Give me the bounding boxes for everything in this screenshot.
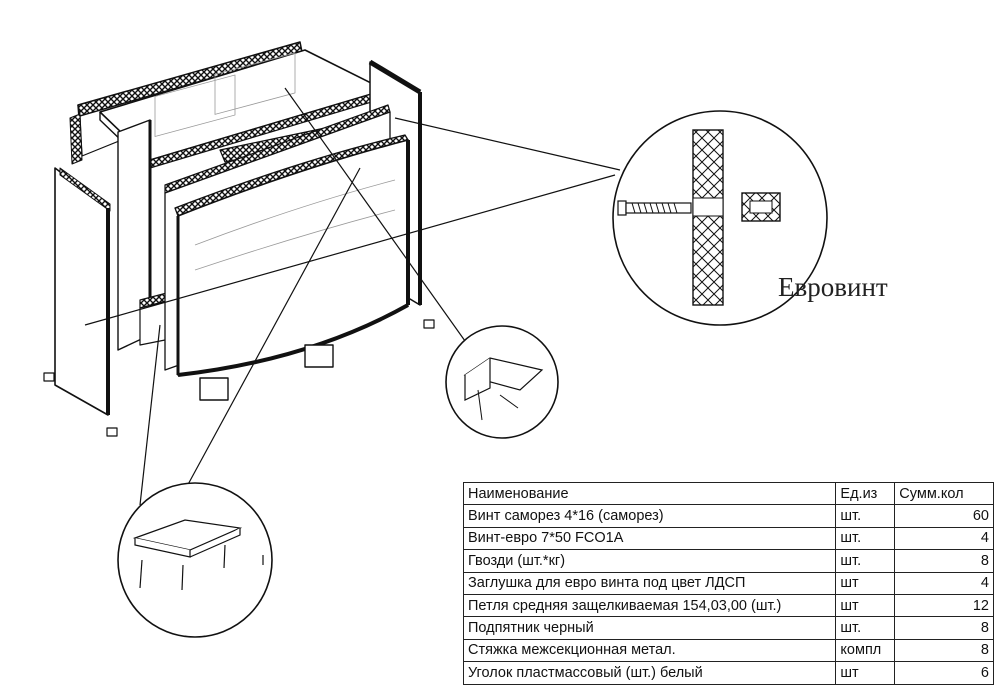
cell-qty: 6 bbox=[894, 661, 994, 685]
plinth-left bbox=[199, 377, 229, 401]
cell-qty: 4 bbox=[894, 526, 994, 551]
cell-unit: шт. bbox=[835, 504, 896, 528]
cell-qty: 4 bbox=[894, 571, 994, 595]
cell-qty: 8 bbox=[894, 549, 994, 573]
table-header-row: Наименование Ед.из Сумм.кол bbox=[462, 481, 994, 506]
cell-unit: шт. bbox=[835, 616, 896, 640]
cell-unit: шт. bbox=[835, 526, 896, 551]
hinge-detail bbox=[117, 482, 273, 638]
header-unit: Ед.из bbox=[835, 481, 896, 506]
cell-name: Подпятник черный bbox=[462, 616, 837, 640]
table-row: Винт-евро 7*50 FCO1A шт. 4 bbox=[462, 526, 994, 551]
table-row: Уголок пластмассовый (шт.) белый шт 6 bbox=[462, 661, 994, 685]
cell-unit: компл bbox=[835, 638, 896, 663]
euro-screw-icon bbox=[617, 200, 692, 216]
cell-qty: 60 bbox=[894, 504, 994, 528]
left-side-panel bbox=[43, 167, 118, 437]
hinge-screw-icon bbox=[139, 544, 264, 591]
cell-name: Уголок пластмассовый (шт.) белый bbox=[462, 661, 837, 685]
table-row: Винт саморез 4*16 (саморез) шт. 60 bbox=[462, 504, 994, 528]
left-foot-front bbox=[106, 427, 118, 437]
hardware-spec-table: Наименование Ед.из Сумм.кол Винт саморез… bbox=[462, 481, 994, 685]
cell-name: Винт саморез 4*16 (саморез) bbox=[462, 504, 837, 528]
cell-name: Гвозди (шт.*кг) bbox=[462, 549, 837, 573]
header-qty: Сумм.кол bbox=[894, 481, 994, 506]
cell-qty: 8 bbox=[894, 616, 994, 640]
cabinet-parts bbox=[43, 41, 621, 506]
cell-unit: шт. bbox=[835, 549, 896, 573]
header-name: Наименование bbox=[462, 481, 837, 506]
left-foot-rear bbox=[43, 372, 55, 382]
table-row: Заглушка для евро винта под цвет ЛДСП шт… bbox=[462, 571, 994, 595]
cell-qty: 8 bbox=[894, 638, 994, 663]
eurovint-detail bbox=[612, 110, 828, 326]
cell-name: Винт-евро 7*50 FCO1A bbox=[462, 526, 837, 551]
cell-name: Заглушка для евро винта под цвет ЛДСП bbox=[462, 571, 837, 595]
rear-vertical-panel bbox=[69, 113, 83, 165]
cell-unit: шт bbox=[835, 661, 896, 685]
cell-unit: шт bbox=[835, 593, 896, 618]
table-row: Подпятник черный шт. 8 bbox=[462, 616, 994, 640]
leader-lines bbox=[84, 87, 621, 506]
eurovint-caption: Евровинт bbox=[778, 272, 888, 302]
cell-name: Петля средняя защелкиваемая 154,03,00 (ш… bbox=[462, 593, 837, 618]
cell-unit: шт bbox=[835, 571, 896, 595]
table-row: Гвозди (шт.*кг) шт. 8 bbox=[462, 549, 994, 573]
cell-name: Стяжка межсекционная метал. bbox=[462, 638, 837, 663]
table-row: Петля средняя защелкиваемая 154,03,00 (ш… bbox=[462, 593, 994, 618]
right-foot bbox=[423, 319, 435, 329]
table-row: Стяжка межсекционная метал. компл 8 bbox=[462, 638, 994, 663]
screw-icon bbox=[477, 389, 519, 421]
cell-qty: 12 bbox=[894, 593, 994, 618]
plinth-front bbox=[304, 344, 334, 368]
curved-front-door bbox=[174, 134, 410, 401]
corner-detail bbox=[445, 325, 559, 439]
